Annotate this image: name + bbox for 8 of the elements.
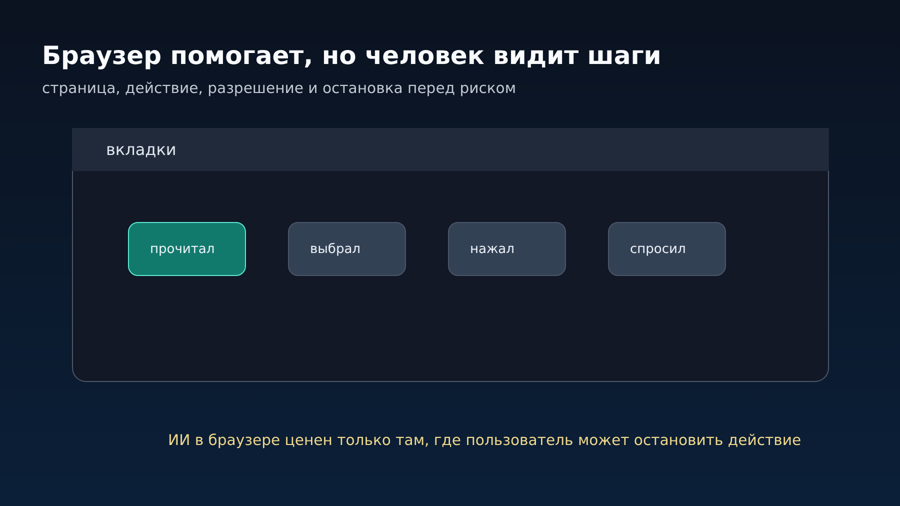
active-step-box: прочитал bbox=[128, 222, 246, 276]
step-box: спросил bbox=[608, 222, 726, 276]
step-box: выбрал bbox=[288, 222, 406, 276]
step-box: нажал bbox=[448, 222, 566, 276]
caption-text: ИИ в браузере ценен только там, где пользователь может остановить действие bbox=[168, 432, 802, 449]
window-header-bar: вкладки bbox=[72, 128, 829, 171]
slide-title: Браузер помогает, но человек видит шаги bbox=[42, 41, 662, 70]
subtitle: страница, действие, разрешение и остановка перед риском bbox=[42, 80, 516, 97]
